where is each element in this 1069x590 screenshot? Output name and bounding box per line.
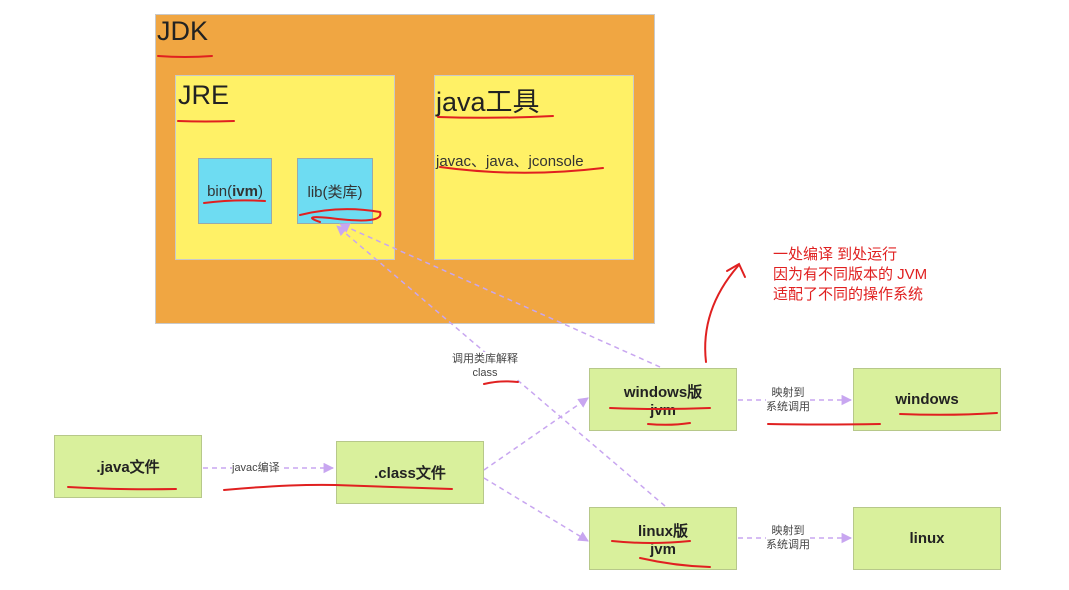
linux-jvm-line1: linux版 [637,522,688,540]
java-tools-title: java工具 [436,87,540,117]
windows-jvm-node: windows版 jvm [589,368,737,431]
map-windows-line2: 系统调用 [766,401,810,413]
ink-underline-tools-list [439,166,604,174]
java-file-label: .java文件 [96,459,160,476]
ink-underline-jre [177,120,235,123]
class-file-node: .class文件 [336,441,484,504]
arrow-class-to-linux [483,477,589,542]
jdk-title: JDK [157,16,209,46]
jre-title: JRE [178,80,230,110]
compile-label: javac编译 [232,462,280,474]
ink-underline-java-file [67,486,177,491]
bin-prefix: bin( [207,182,233,200]
annotation-note: 一处编译 到处运行 因为有不同版本的 JVM 适配了不同的操作系统 [773,245,927,305]
ink-underline-linux-jvm [611,540,711,568]
annotation-line2: 因为有不同版本的 JVM [773,266,928,283]
windows-os-node: windows [853,368,1001,431]
linux-os-label: linux [909,530,945,547]
linux-jvm-line2: jvm [650,540,676,558]
annotation-line1: 一处编译 到处运行 [773,246,898,263]
arrow-windows-jvm-to-lib [339,223,661,368]
ink-underline-compile [223,483,453,491]
ink-arrow-curve [704,265,739,363]
lib-label: lib(类库) [307,183,363,201]
map-linux-line1: 映射到 [771,525,805,537]
map-linux-line2: 系统调用 [766,539,810,551]
bin-jvm-label: ivm [232,182,258,200]
java-tools-list: javac、java、jconsole [436,153,584,170]
windows-jvm-line2: jvm [650,401,676,419]
ink-scribble-lib [299,208,382,223]
ink-underline-jdk [157,55,213,58]
edge-label-compile: javac编译 [232,461,280,475]
ink-underline-class-tag [483,380,519,385]
edge-label-call-lib: 调用类库解释 class [452,352,518,380]
ink-underline-bin [203,199,266,204]
windows-os-label: windows [895,391,959,408]
linux-jvm-node: linux版 jvm [589,507,737,570]
windows-jvm-line1: windows版 [623,383,703,401]
linux-os-node: linux [853,507,1001,570]
bin-suffix: ) [257,182,263,200]
ink-underline-windows-jvm [609,407,711,426]
edge-label-map-linux: 映射到 系统调用 [766,524,810,552]
map-windows-line1: 映射到 [771,387,805,399]
call-lib-line1: 调用类库解释 [452,353,518,365]
bin-jvm-box: bin(ivm) [198,158,272,224]
call-lib-line2: class [472,367,498,379]
ink-underline-tools [437,115,554,119]
edge-label-map-windows: 映射到 系统调用 [766,386,810,414]
class-file-label: .class文件 [374,465,446,482]
arrow-class-to-windows [483,397,589,471]
ink-arrow-head [726,262,746,278]
ink-underline-windows-os [767,412,998,426]
annotation-line3: 适配了不同的操作系统 [773,286,924,303]
